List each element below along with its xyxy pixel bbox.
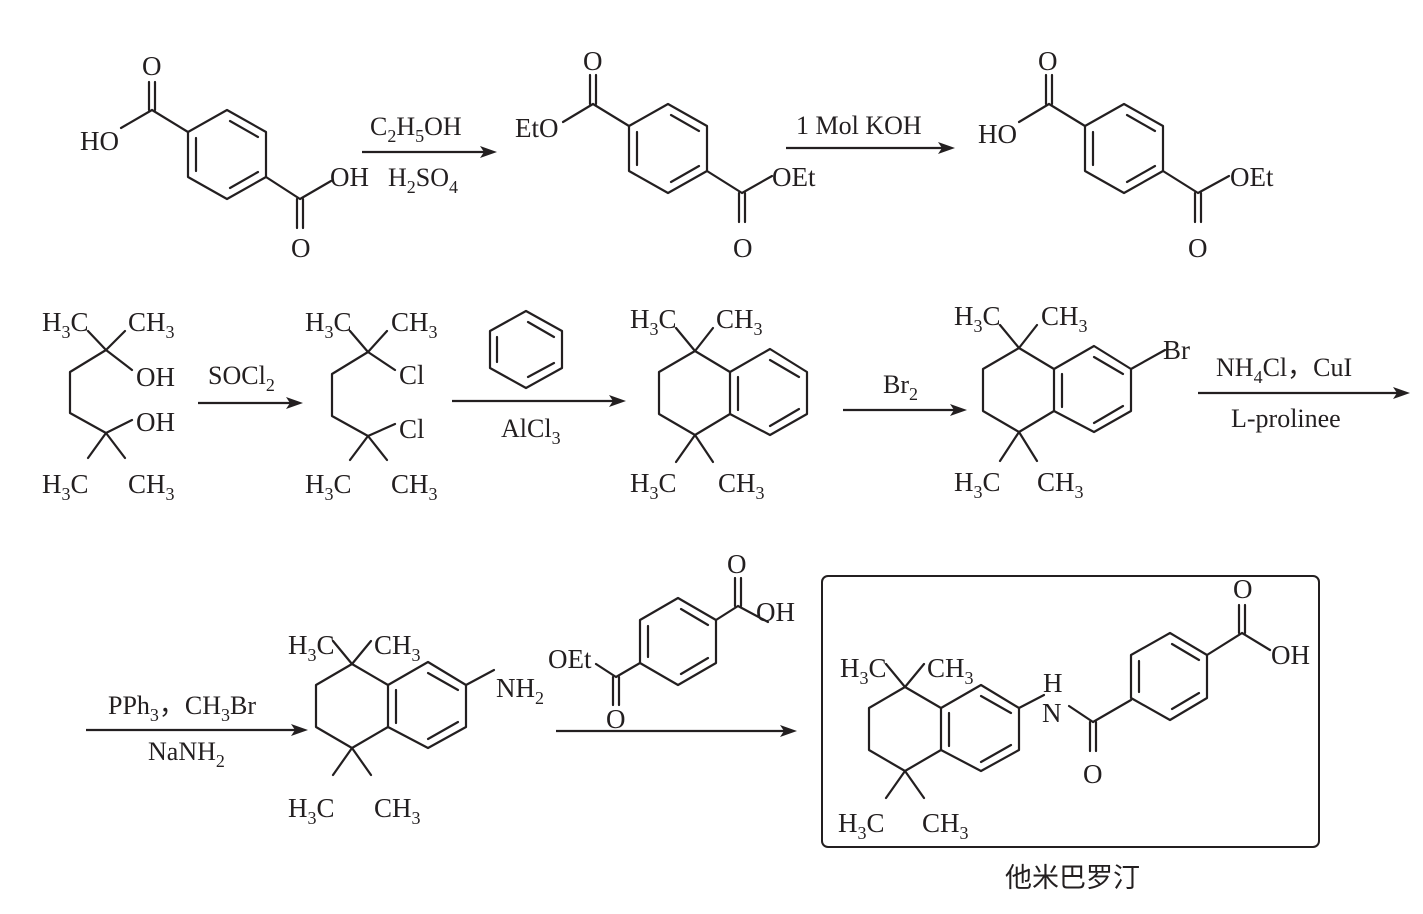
atom-label: CH3​ xyxy=(374,793,421,828)
diethyl-terephthalate: O EtO OEt O xyxy=(515,46,816,263)
reaction-arrow-7: PPh3​，CH3​Br NaNH2​ xyxy=(86,691,308,771)
atom-label: H3​C xyxy=(838,808,885,843)
atom-label: Br xyxy=(1163,335,1190,365)
reagent-text: PPh3​，CH3​Br xyxy=(108,691,256,725)
atom-label: H3​C xyxy=(305,469,352,504)
atom-label: H3​C xyxy=(630,468,677,503)
atom-label: O xyxy=(142,51,162,81)
atom-label: CH3​ xyxy=(1037,467,1084,502)
reaction-arrow-6: NH4​Cl，CuI L-prolinee xyxy=(1198,353,1410,433)
atom-label: EtO xyxy=(515,113,559,143)
amino-tetramethyltetralin: H3​C CH3​ NH2​ H3​C CH3​ xyxy=(288,630,544,828)
atom-label: H xyxy=(1043,668,1063,698)
atom-label: CH3​ xyxy=(391,307,438,342)
atom-label: H3​C xyxy=(288,630,335,665)
atom-label: O xyxy=(606,704,626,734)
product-box: H3​C CH3​ H N O O OH H3​C CH3​ xyxy=(821,574,1320,848)
atom-label: H3​C xyxy=(954,467,1001,502)
atom-label: Cl xyxy=(399,360,425,390)
atom-label: NH2​ xyxy=(496,673,544,708)
reaction-arrow-1: C2​H5​OH H2​SO4​ xyxy=(362,112,497,197)
atom-label: CH3​ xyxy=(927,653,974,688)
atom-label: H3​C xyxy=(42,307,89,342)
reagent-text: SOCl2​ xyxy=(208,361,275,395)
atom-label: H3​C xyxy=(305,307,352,342)
reaction-arrow-3: SOCl2​ xyxy=(198,361,303,409)
reaction-arrow-8: O OH OEt O xyxy=(548,549,797,737)
reagent-text: Br2​ xyxy=(883,370,918,404)
dichlorodimethylhexane: H3​C CH3​ Cl Cl H3​C CH3​ xyxy=(305,307,438,504)
atom-label: O xyxy=(1038,46,1058,76)
dimethylhexanediol: H3​C CH3​ OH OH H3​C CH3​ xyxy=(42,307,175,504)
atom-label: OH xyxy=(1271,640,1310,670)
atom-label: H3​C xyxy=(630,304,677,339)
atom-label: CH3​ xyxy=(391,469,438,504)
reagent-text: NH4​Cl，CuI xyxy=(1216,353,1352,387)
reagent-text: C2​H5​OH xyxy=(370,112,462,146)
atom-label: HO xyxy=(978,119,1017,149)
reagent-text: H2​SO4​ xyxy=(388,163,458,197)
reaction-arrow-5: Br2​ xyxy=(843,370,967,416)
atom-label: CH3​ xyxy=(716,304,763,339)
atom-label: H3​C xyxy=(840,653,887,688)
bromo-tetramethyltetralin: H3​C CH3​ Br H3​C CH3​ xyxy=(954,301,1190,502)
atom-label: OH xyxy=(136,362,175,392)
reagent-text: NaNH2​ xyxy=(148,737,225,771)
atom-label: OEt xyxy=(548,644,592,674)
atom-label: HO xyxy=(80,126,119,156)
reaction-arrow-2: 1 Mol KOH xyxy=(786,111,955,154)
atom-label: CH3​ xyxy=(922,808,969,843)
atom-label: OH xyxy=(330,162,369,192)
atom-label: H3​C xyxy=(288,793,335,828)
atom-label: O xyxy=(1083,759,1103,789)
atom-label: O xyxy=(1188,233,1208,263)
reaction-arrow-4: AlCl3​ xyxy=(452,309,626,448)
reagent-text: 1 Mol KOH xyxy=(796,111,922,140)
atom-label: O xyxy=(733,233,753,263)
tetramethyltetralin: H3​C CH3​ H3​C CH3​ xyxy=(630,304,809,503)
atom-label: CH3​ xyxy=(1041,301,1088,336)
atom-label: N xyxy=(1042,698,1062,728)
atom-label: O xyxy=(727,549,747,579)
atom-label: H3​C xyxy=(42,469,89,504)
product-name: 他米巴罗汀 xyxy=(1005,863,1140,894)
atom-label: OEt xyxy=(772,162,816,192)
atom-label: O xyxy=(583,46,603,76)
atom-label: Cl xyxy=(399,414,425,444)
atom-label: OH xyxy=(756,597,795,627)
atom-label: CH3​ xyxy=(128,307,175,342)
atom-label: CH3​ xyxy=(374,630,421,665)
atom-label: O xyxy=(291,233,311,263)
terephthalic-acid: O HO OH O xyxy=(80,51,369,263)
reagent-text: AlCl3​ xyxy=(501,414,561,448)
atom-label: CH3​ xyxy=(128,469,175,504)
benzene-ring xyxy=(488,309,564,390)
atom-label: O xyxy=(1233,574,1253,604)
atom-label: H3​C xyxy=(954,301,1001,336)
atom-label: CH3​ xyxy=(718,468,765,503)
monoethyl-terephthalate: O HO OEt O xyxy=(978,46,1274,263)
atom-label: OEt xyxy=(1230,162,1274,192)
reagent-text: L-prolinee xyxy=(1231,404,1341,433)
atom-label: OH xyxy=(136,407,175,437)
